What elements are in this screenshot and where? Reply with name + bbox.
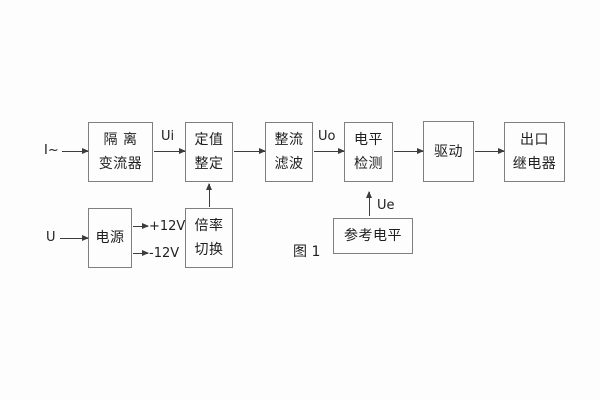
- block-line: 整定: [194, 156, 224, 172]
- block-power-supply: 电源: [88, 208, 132, 268]
- arrow-reference-to-level: [366, 191, 372, 216]
- block-isolation-transformer: 隔 离 变流器: [88, 122, 153, 182]
- block-rectifier-filter: 整流 滤波: [265, 122, 313, 182]
- block-line: 滤波: [274, 156, 304, 172]
- block-reference-level: 参考电平: [333, 218, 413, 254]
- arrow-input-to-power: [60, 235, 89, 241]
- arrow-drive-to-relay: [475, 148, 505, 154]
- block-line: 检测: [354, 156, 383, 172]
- block-line: 继电器: [512, 156, 557, 172]
- block-line: 倍率: [194, 218, 224, 234]
- label-ui: Ui: [161, 129, 175, 144]
- block-line: 电平: [354, 132, 383, 148]
- label-uo: Uo: [318, 129, 336, 144]
- block-drive: 驱动: [423, 121, 474, 182]
- block-output-relay: 出口 继电器: [504, 122, 565, 182]
- block-line: 隔 离: [103, 132, 138, 148]
- block-line: 参考电平: [344, 228, 402, 244]
- block-line: 变流器: [98, 156, 143, 172]
- block-line: 出口: [520, 132, 549, 148]
- label-input-current: I~: [44, 143, 59, 158]
- label-ue: Ue: [377, 198, 395, 213]
- arrow-setting-to-rectifier: [234, 148, 266, 154]
- label-plus-12v: +12V: [149, 219, 186, 234]
- block-line: 整流: [274, 132, 304, 148]
- block-line: 切换: [194, 242, 224, 258]
- block-line: 驱动: [434, 143, 463, 160]
- figure-caption: 图 1: [293, 244, 321, 260]
- label-input-voltage: U: [46, 230, 56, 245]
- block-setting-adjust: 定值 整定: [185, 122, 233, 182]
- block-ratio-switch: 倍率 切换: [185, 208, 233, 268]
- arrow-isolation-to-setting: [154, 148, 186, 154]
- block-line: 电源: [95, 230, 125, 246]
- arrow-input-to-isolation: [62, 148, 89, 154]
- arrow-power-minus12v: [133, 250, 149, 256]
- arrow-power-plus12v: [133, 223, 149, 229]
- block-level-detection: 电平 检测: [344, 122, 393, 182]
- label-minus-12v: -12V: [149, 246, 180, 261]
- arrow-ratio-to-setting: [206, 183, 212, 207]
- arrow-rectifier-to-level: [314, 148, 345, 154]
- block-line: 定值: [194, 132, 224, 148]
- arrow-level-to-drive: [394, 148, 424, 154]
